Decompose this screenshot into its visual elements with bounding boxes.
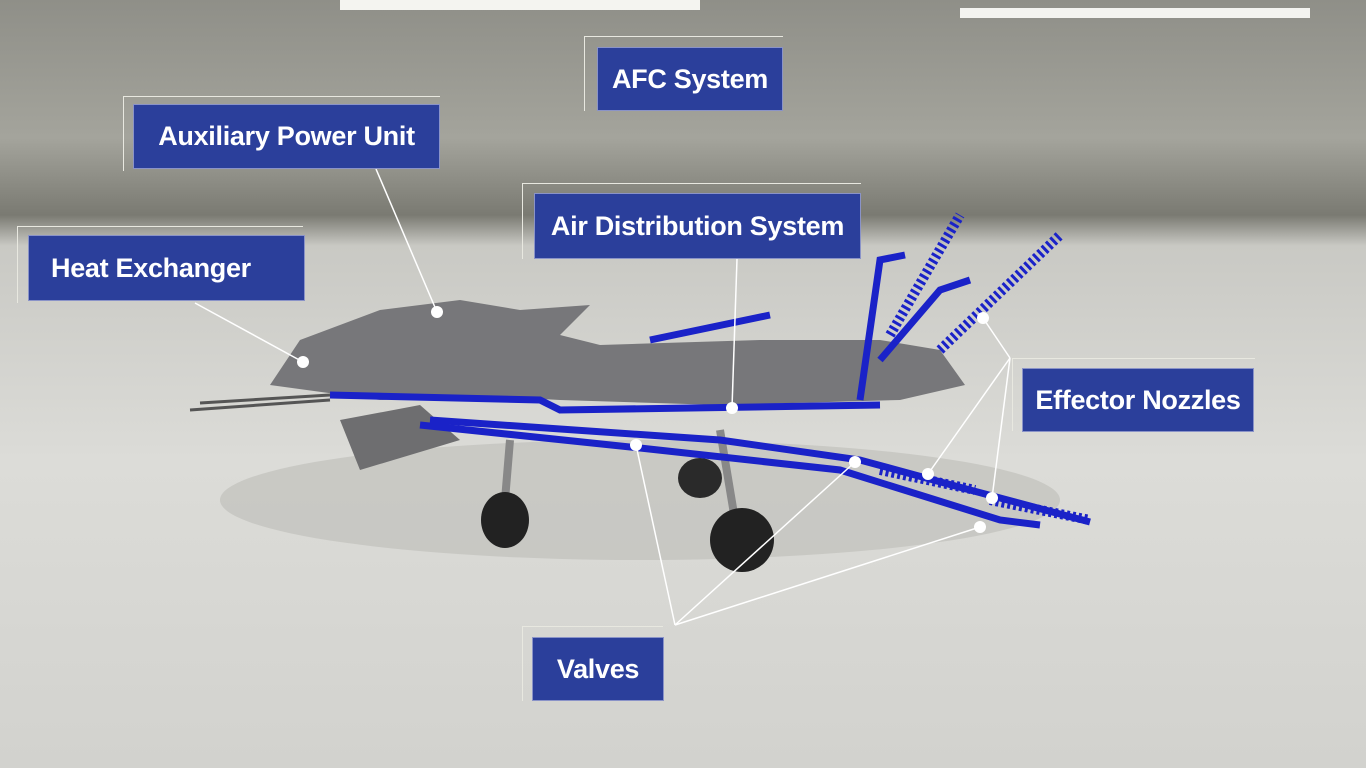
label-afc-system: AFC System (597, 47, 783, 111)
landing-gear-strut (716, 429, 739, 521)
label-bracket (584, 36, 783, 111)
landing-gear-strut (501, 439, 514, 501)
label-auxiliary-power-unit: Auxiliary Power Unit (133, 104, 440, 169)
wheel (710, 508, 774, 572)
label-air-distribution-system: Air Distribution System (534, 193, 861, 259)
label-bracket (123, 96, 440, 171)
ceiling-light (960, 8, 1310, 18)
nose-probe (199, 393, 331, 405)
label-heat-exchanger: Heat Exchanger (28, 235, 305, 301)
ceiling-light (340, 0, 700, 10)
wheel (481, 492, 529, 548)
effector-nozzle-arrays (878, 212, 1091, 525)
engine-body (270, 300, 965, 405)
label-bracket (17, 226, 303, 303)
wheel (678, 458, 722, 498)
leader-dots (297, 306, 998, 533)
label-bracket (1012, 358, 1255, 431)
label-valves: Valves (532, 637, 664, 701)
nose-probe (189, 398, 331, 412)
leader-lines (194, 168, 1011, 626)
label-bracket (522, 626, 663, 701)
label-effector-nozzles: Effector Nozzles (1022, 368, 1254, 432)
label-bracket (522, 183, 861, 259)
